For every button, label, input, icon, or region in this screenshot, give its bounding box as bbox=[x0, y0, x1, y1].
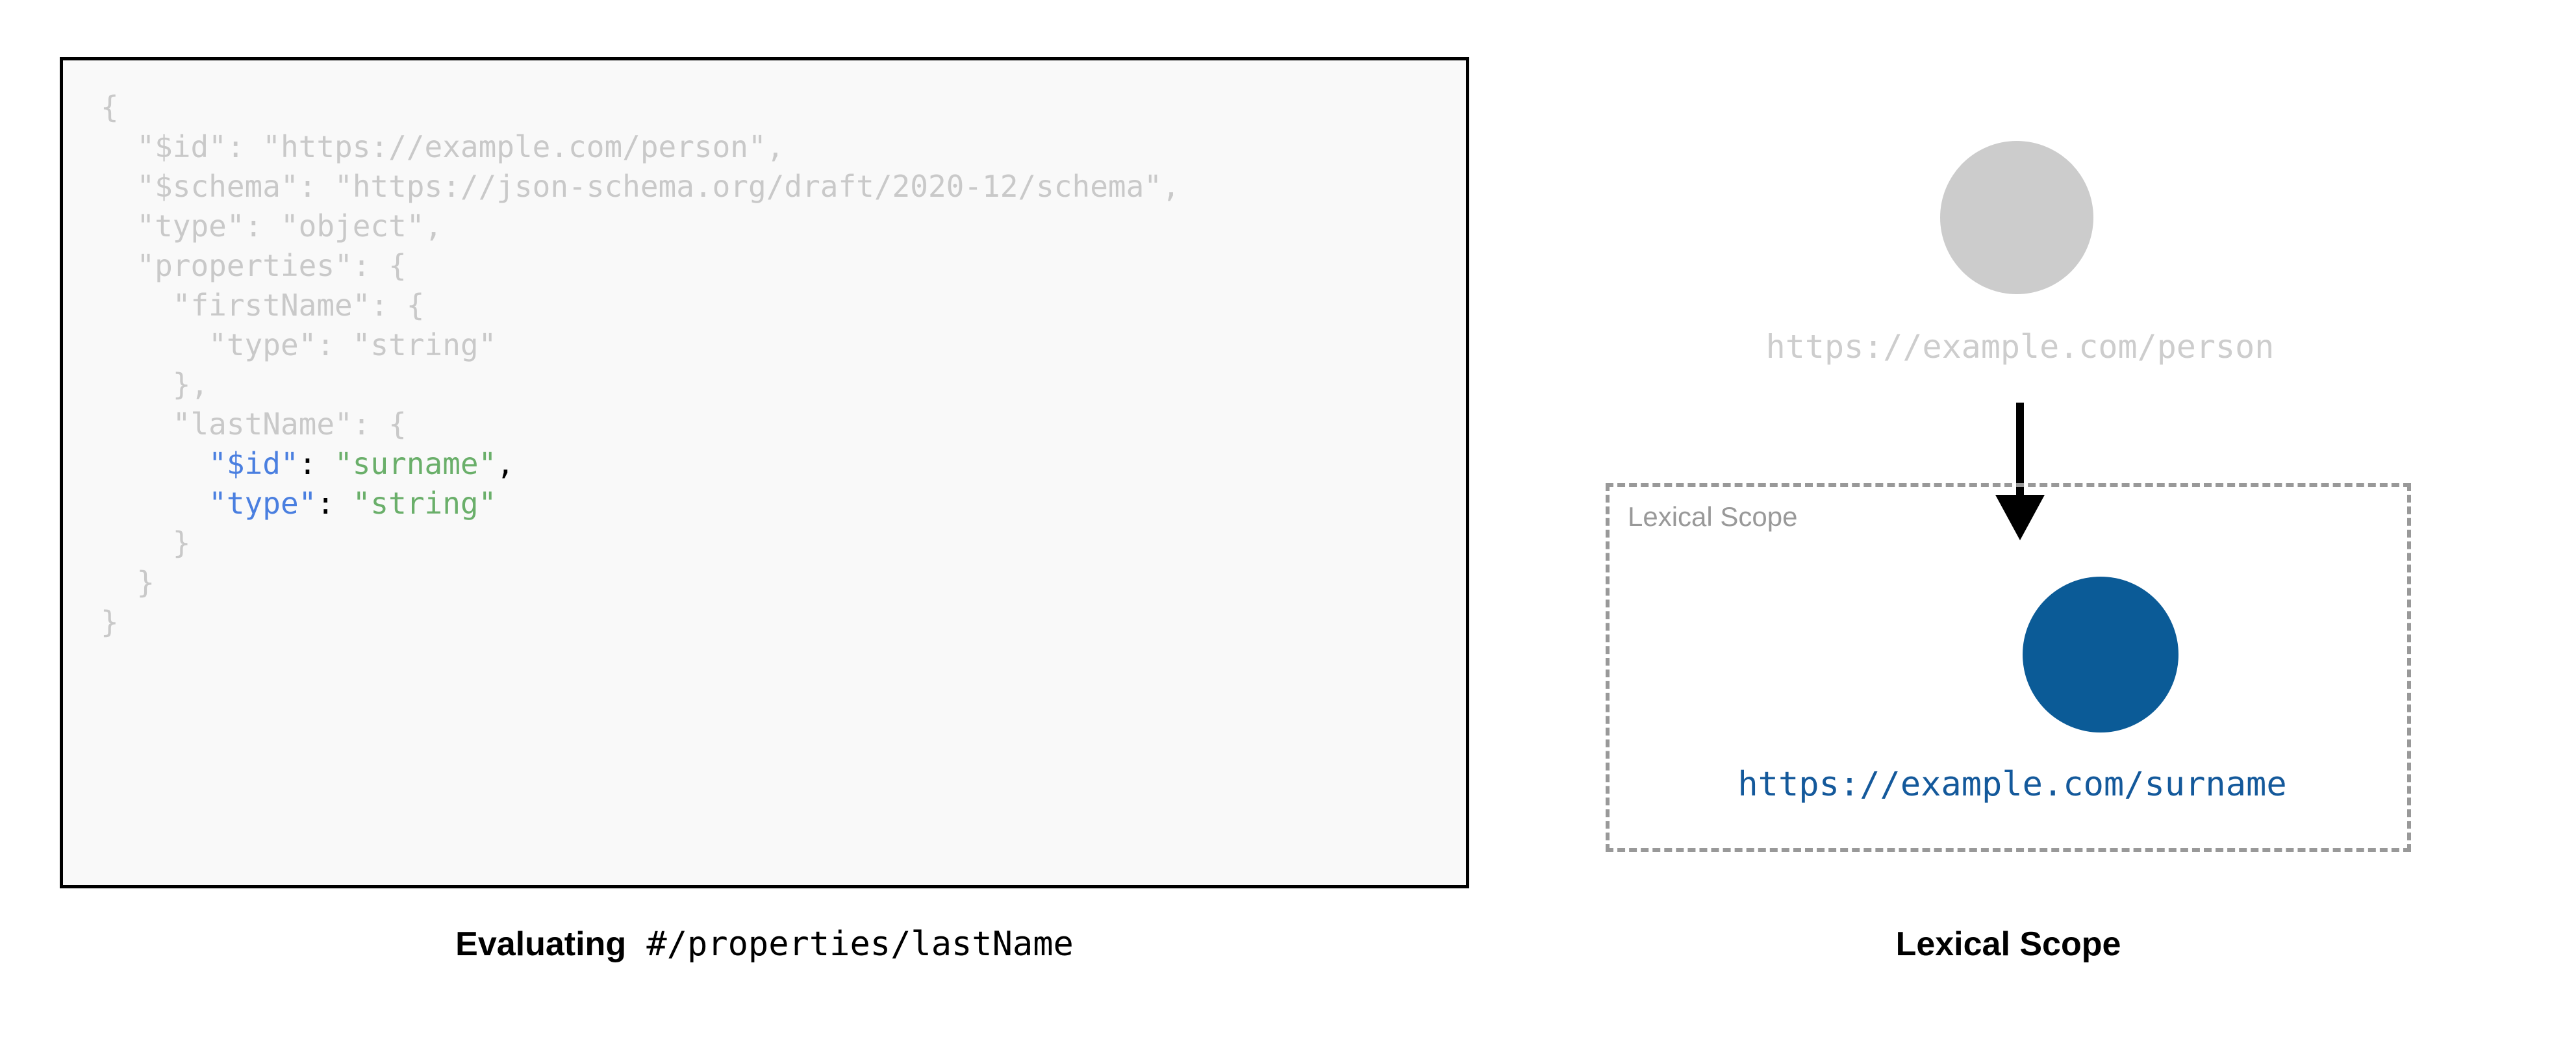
code-token-punct: : bbox=[298, 446, 335, 481]
code-token-key: "$id" bbox=[208, 446, 299, 481]
lexical-scope-caption: Lexical Scope bbox=[1895, 925, 2121, 963]
code-line: "$schema": "https://json-schema.org/draf… bbox=[101, 167, 1180, 207]
code-token-dim: "firstName": { bbox=[172, 288, 425, 323]
code-line: }, bbox=[101, 365, 1180, 405]
code-token-punct: , bbox=[496, 446, 514, 481]
lexical-scope-boundary-box: Lexical Scope https://example.com/surnam… bbox=[1606, 483, 2411, 852]
lexical-scope-box-label: Lexical Scope bbox=[1628, 501, 1798, 532]
json-schema-code-card: { "$id": "https://example.com/person", "… bbox=[60, 57, 1469, 888]
code-token-dim: { bbox=[101, 90, 119, 125]
code-token-dim: "type": "string" bbox=[208, 327, 497, 362]
lexical-scope-diagram-panel: https://example.com/person Lexical Scope… bbox=[1533, 0, 2576, 1039]
code-line: "lastName": { bbox=[101, 405, 1180, 444]
evaluating-caption: Evaluating #/properties/lastName bbox=[60, 925, 1469, 964]
code-line: "type": "string" bbox=[101, 484, 1180, 523]
code-token-str: "string" bbox=[352, 486, 497, 521]
evaluating-schema-panel: { "$id": "https://example.com/person", "… bbox=[60, 57, 1469, 964]
code-token-str: "surname" bbox=[335, 446, 497, 481]
child-node-uri-label: https://example.com/surname bbox=[1737, 765, 2287, 804]
code-line: } bbox=[101, 603, 1180, 642]
code-line: "firstName": { bbox=[101, 286, 1180, 325]
code-token-dim: "$schema": "https://json-schema.org/draf… bbox=[136, 169, 1180, 204]
code-line: "type": "string" bbox=[101, 325, 1180, 365]
code-token-dim: "properties": { bbox=[136, 248, 407, 283]
code-token-dim: } bbox=[172, 525, 191, 560]
code-line: "properties": { bbox=[101, 246, 1180, 286]
code-token-punct: : bbox=[316, 486, 353, 521]
json-schema-code-block: { "$id": "https://example.com/person", "… bbox=[101, 88, 1180, 642]
downward-arrow-icon bbox=[1995, 403, 2045, 540]
code-line: } bbox=[101, 523, 1180, 563]
code-token-dim: }, bbox=[172, 367, 209, 402]
parent-node-uri-label: https://example.com/person bbox=[1765, 328, 2275, 366]
code-line: { bbox=[101, 88, 1180, 127]
code-token-dim: "type": "object", bbox=[136, 208, 443, 244]
code-line: "$id": "https://example.com/person", bbox=[101, 127, 1180, 167]
evaluating-caption-label: Evaluating bbox=[455, 925, 627, 963]
code-token-dim: "lastName": { bbox=[172, 407, 407, 442]
code-token-dim: } bbox=[101, 605, 119, 640]
code-line: "type": "object", bbox=[101, 207, 1180, 246]
child-node-circle-icon bbox=[2023, 577, 2178, 732]
parent-node-circle-icon bbox=[1940, 141, 2093, 294]
evaluating-caption-pointer: #/properties/lastName bbox=[626, 925, 1074, 964]
code-token-dim: } bbox=[136, 565, 155, 600]
code-line: } bbox=[101, 563, 1180, 603]
code-token-dim: "$id": "https://example.com/person", bbox=[136, 129, 785, 164]
code-line: "$id": "surname", bbox=[101, 444, 1180, 484]
code-token-key: "type" bbox=[208, 486, 317, 521]
